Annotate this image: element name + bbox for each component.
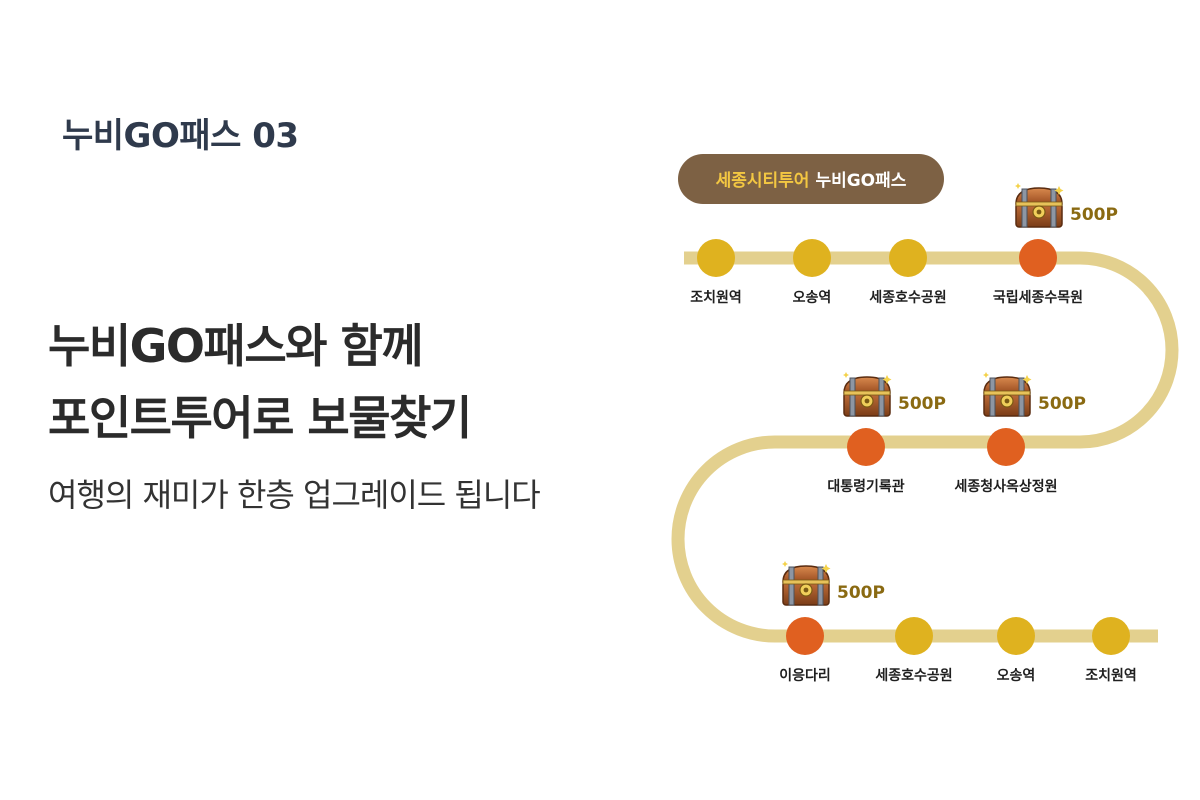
stop-marker [889,239,927,277]
section-eyebrow: 누비GO패스 03 [62,116,299,156]
tour-badge-pill [678,154,944,204]
headline-line-2: 포인트투어로 보물찾기 [48,391,472,445]
stop-label: 대통령기록관 [827,478,904,495]
reward-stop-marker [1019,239,1057,277]
route-track [671,251,1179,643]
treasure-chest-icon [982,371,1033,417]
stop-marker [997,617,1035,655]
reward-stop-marker [847,428,885,466]
reward-points-label: 500P [1038,394,1086,414]
stop-marker [793,239,831,277]
stop-marker [697,239,735,277]
subheadline: 여행의 재미가 한층 업그레이드 됩니다 [48,476,541,514]
tour-badge-pass: 누비GO패스 [815,171,906,191]
reward-stop-marker [987,428,1025,466]
stop-label: 세종호수공원 [875,668,952,684]
tour-badge-city: 세종시티투어 [716,171,810,191]
stop-label: 세종호수공원 [869,290,946,306]
treasure-chest-icon [842,371,893,417]
stop-label: 조치원역 [690,289,742,306]
stop-label: 조치원역 [1085,667,1137,684]
stop-marker [895,617,933,655]
stop-label: 오송역 [793,289,832,306]
stop-label: 오송역 [997,667,1036,684]
reward-points-label: 500P [837,583,885,603]
treasure-chest-icon [781,560,832,606]
treasure-chest-icon [1014,182,1065,228]
stop-marker [1092,617,1130,655]
stop-label: 이응다리 [779,667,831,684]
stop-label: 국립세종수목원 [993,290,1083,306]
reward-stop-marker [786,617,824,655]
headline-line-1: 누비GO패스와 함께 [48,319,424,373]
stop-label: 세종청사옥상정원 [954,478,1057,495]
reward-points-label: 500P [898,394,946,414]
reward-points-label: 500P [1070,205,1118,225]
